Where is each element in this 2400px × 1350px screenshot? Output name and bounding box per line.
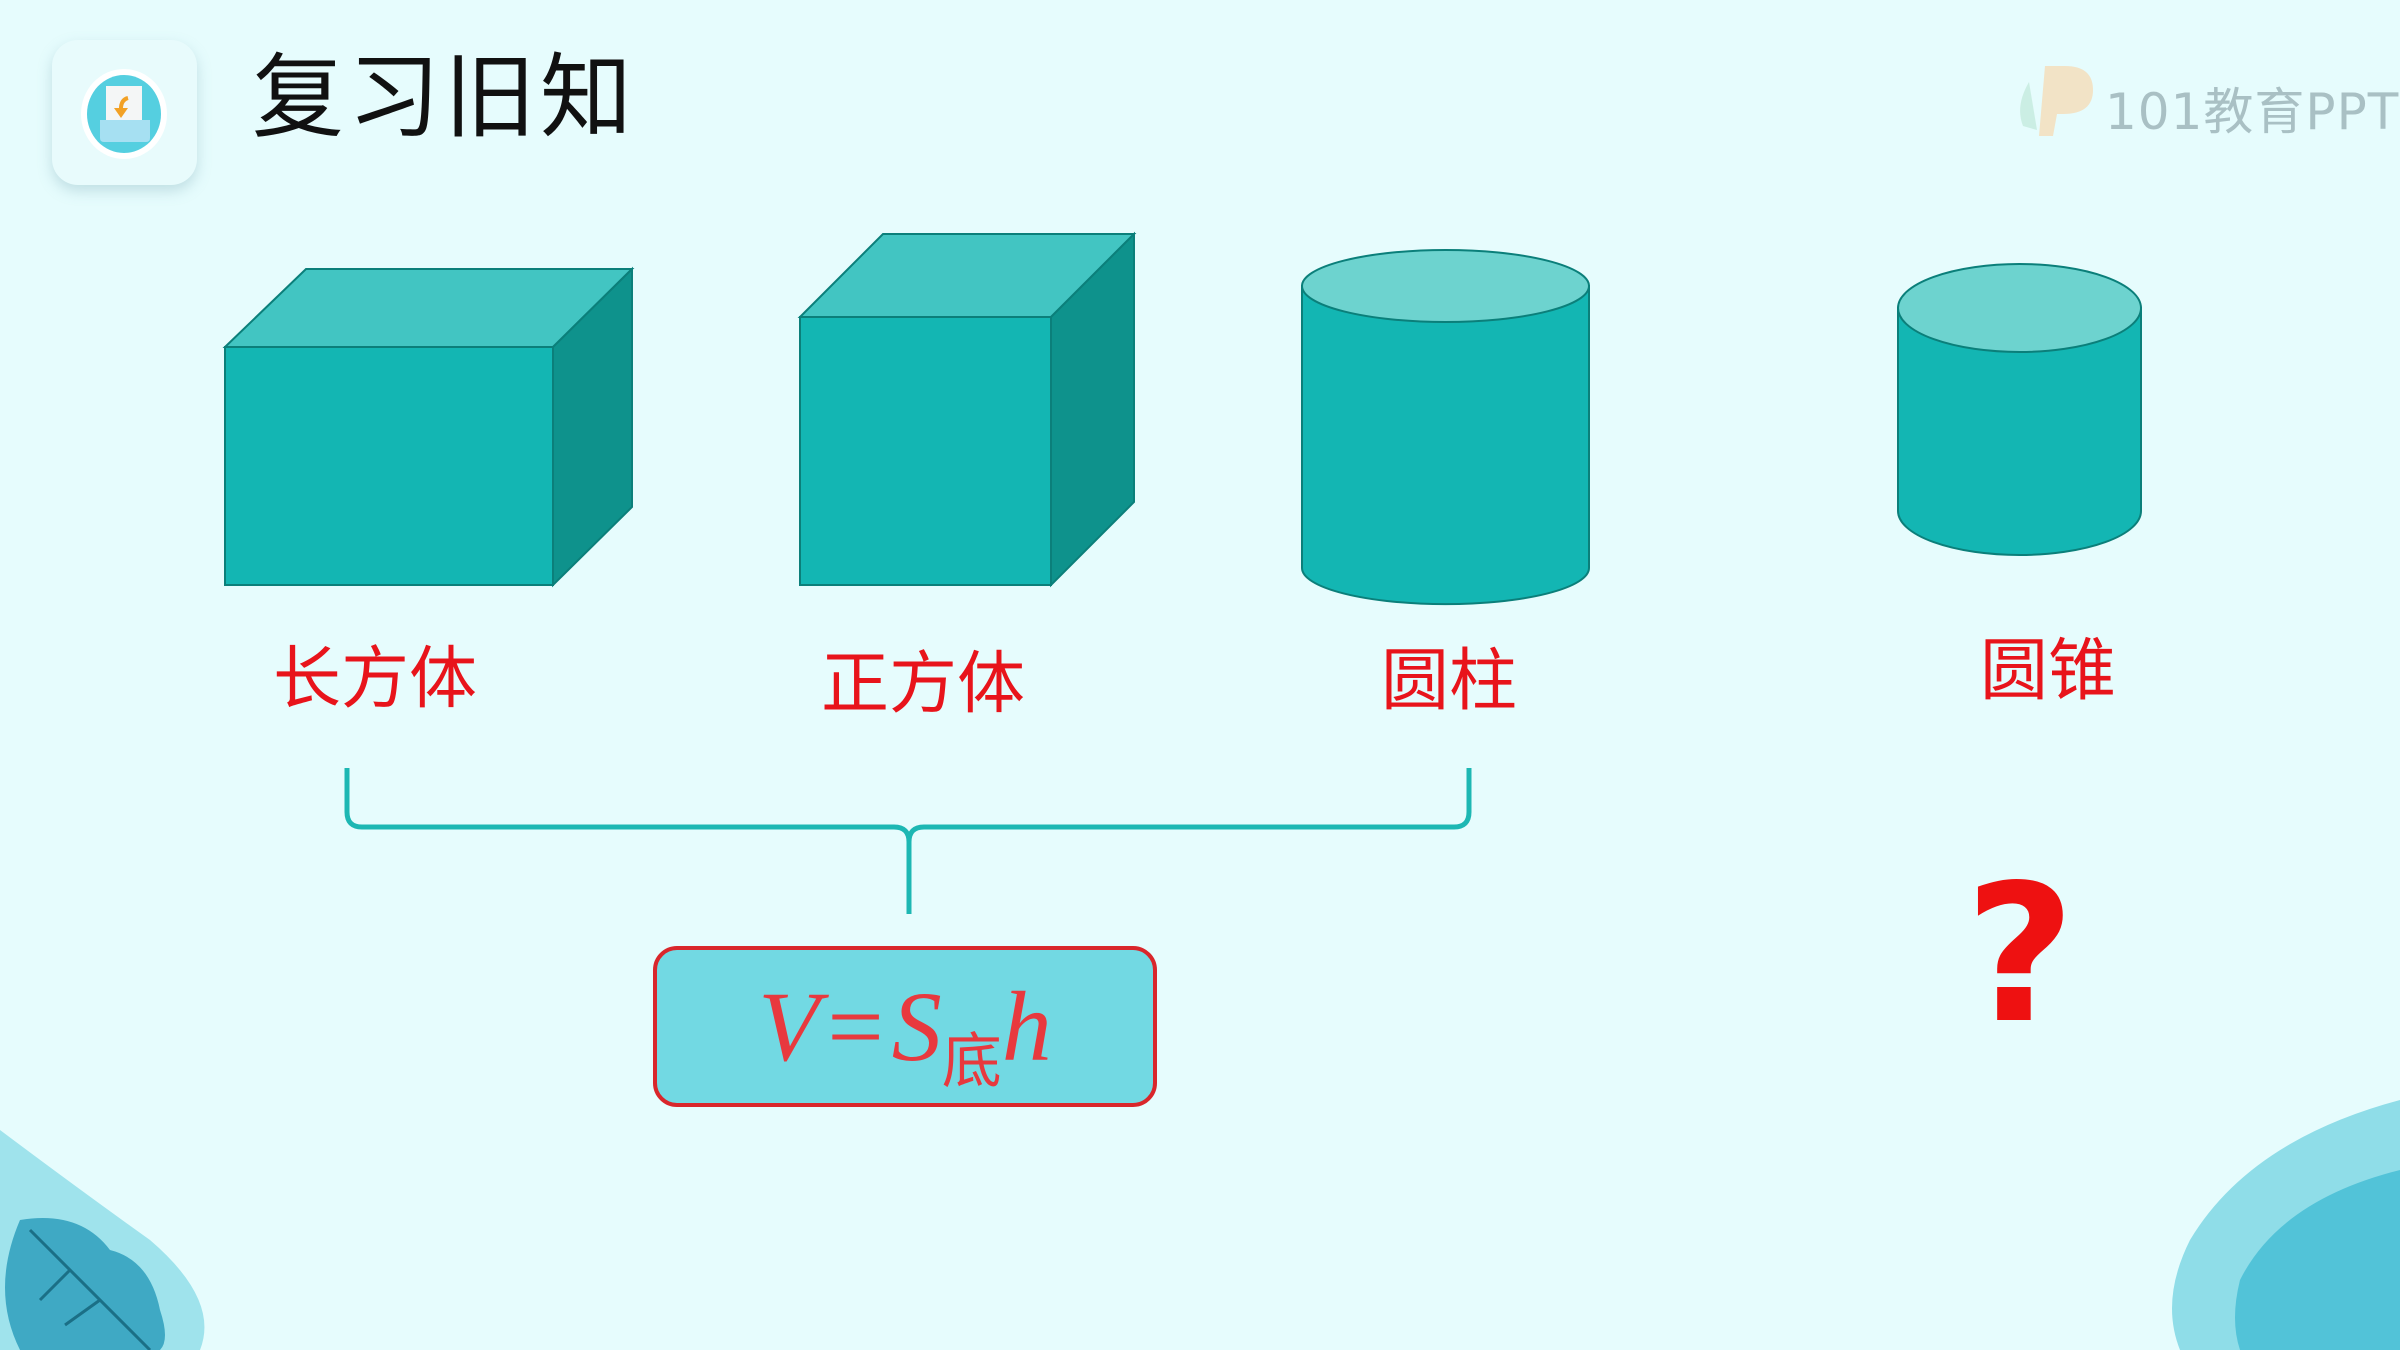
download-folder-icon bbox=[81, 69, 167, 159]
brand-logo-icon bbox=[2020, 66, 2093, 136]
volume-formula: V = S 底 h bbox=[657, 950, 1153, 1103]
wave-decoration bbox=[2172, 1100, 2400, 1350]
cube-shape bbox=[797, 231, 1137, 588]
cone-cylinder-shape bbox=[1897, 263, 2142, 556]
grouping-brace bbox=[344, 768, 1472, 914]
watermark-text: 101教育PPT bbox=[2105, 83, 2400, 141]
formula-equals: = bbox=[827, 971, 884, 1082]
cuboid-shape bbox=[222, 266, 635, 588]
section-icon-card bbox=[52, 40, 197, 185]
page-title: 复习旧知 bbox=[252, 44, 637, 151]
label-cylinder: 圆柱 bbox=[1380, 642, 1518, 721]
formula-h: h bbox=[1001, 971, 1052, 1082]
label-cube: 正方体 bbox=[820, 645, 1026, 724]
question-mark: ? bbox=[1964, 844, 2076, 1065]
label-cuboid: 长方体 bbox=[272, 640, 478, 719]
cylinder-shape bbox=[1301, 249, 1590, 606]
volume-formula-box: V = S 底 h bbox=[653, 946, 1157, 1107]
formula-v: V bbox=[758, 971, 820, 1082]
formula-s: S bbox=[891, 971, 942, 1082]
leaf-decoration bbox=[0, 1130, 205, 1350]
formula-subscript: 底 bbox=[941, 1027, 1002, 1097]
label-cone: 圆锥 bbox=[1979, 632, 2117, 711]
